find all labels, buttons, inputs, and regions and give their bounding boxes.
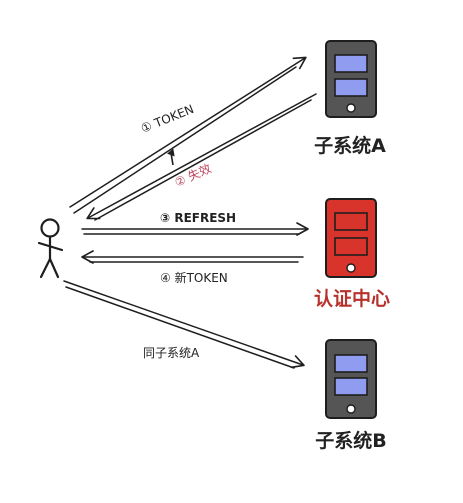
new-token-label: ④ 新TOKEN: [160, 270, 228, 285]
system-b-label: 子系统B: [315, 429, 386, 452]
expired-up-arrow-icon: [167, 148, 175, 166]
expired-arrow: [86, 93, 317, 221]
token-label: ① TOKEN: [139, 102, 196, 136]
user-right-leg: [48, 257, 60, 279]
expired-label: ② 失效: [172, 160, 213, 189]
refresh-label: ③ REFRESH: [160, 211, 236, 225]
same-token-label: 同子系统A: [143, 346, 200, 360]
refresh-arrow: [81, 222, 309, 236]
new-token-arrow: [81, 250, 304, 264]
user-stick-figure-icon: [37, 218, 64, 279]
token-arrow: [69, 56, 307, 214]
system-b-phone-icon: [325, 339, 377, 419]
auth-center-label: 认证中心: [314, 287, 390, 310]
user-head: [40, 218, 60, 238]
system-a-phone-icon: [325, 40, 377, 118]
user-left-leg: [39, 257, 52, 279]
auth-center-phone-icon: [325, 198, 377, 278]
system-a-label: 子系统A: [314, 134, 386, 157]
user-arms: [37, 241, 64, 252]
same-token-arrow: [63, 280, 305, 369]
